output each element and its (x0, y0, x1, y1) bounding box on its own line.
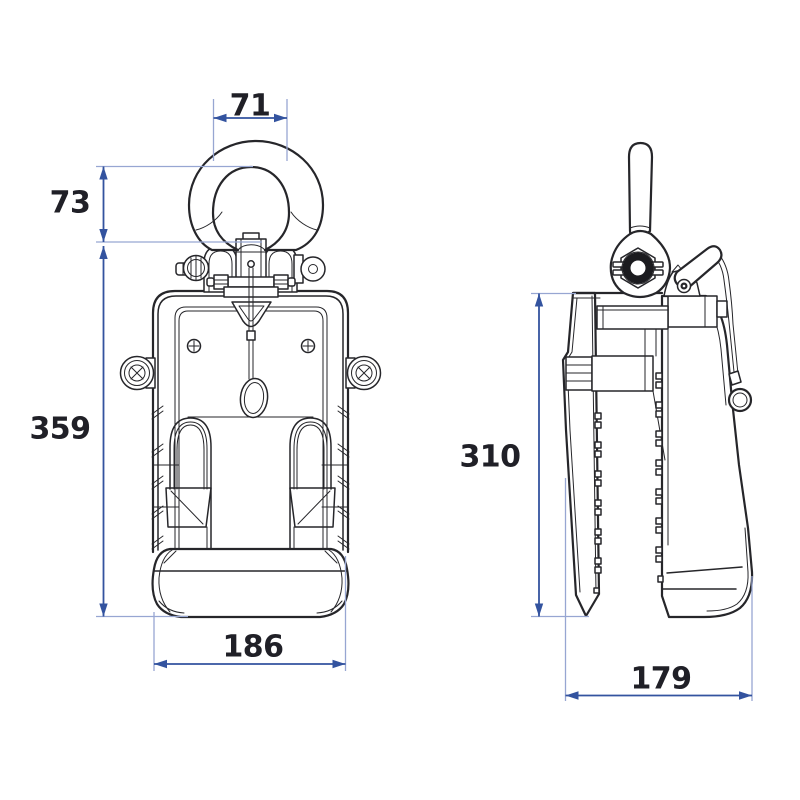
side-pad-left (119, 355, 156, 391)
pivot-bushing (622, 252, 654, 284)
bow-shackle (187, 139, 325, 268)
suspension-assembly (175, 232, 326, 298)
dim-73-label: 73 (50, 186, 91, 221)
blade-teeth (593, 412, 602, 594)
dimension-310: 310 (459, 292, 589, 618)
clevis-base-plate (223, 286, 279, 298)
latch-lever (663, 245, 723, 297)
lanyard-ring (709, 248, 753, 413)
top-block (571, 291, 728, 328)
side-pad-right (345, 355, 382, 391)
dim-179-label: 179 (630, 662, 691, 697)
round-knob-right (293, 254, 326, 284)
cable-guide (716, 300, 728, 318)
dim-71-label: 71 (230, 89, 271, 124)
dimension-186: 186 (153, 556, 347, 671)
dim-359-label: 359 (29, 412, 90, 447)
base-foot (151, 547, 350, 619)
dimensions: 71 73 359 186 310 (29, 89, 753, 701)
clamp-body (119, 289, 382, 554)
pull-ring (239, 377, 269, 419)
dimension-179: 179 (564, 478, 753, 701)
panel-screw-left (186, 338, 202, 354)
handle (627, 141, 671, 262)
cam-teeth (655, 372, 664, 583)
arm-bars (565, 305, 669, 392)
side-view (561, 141, 754, 619)
wire-ferrule (246, 330, 256, 341)
safety-wire-ring (231, 267, 272, 419)
funnel (231, 301, 272, 328)
pivot-hub (609, 229, 672, 299)
rail-hatching (151, 405, 350, 550)
dimension-71: 71 (212, 89, 288, 161)
blade-jaw (561, 291, 602, 618)
body-cam (652, 294, 754, 619)
dim-310-label: 310 (459, 440, 520, 475)
ring-clip (728, 370, 742, 386)
clevis-bolt (206, 274, 296, 290)
dimension-359: 359 (29, 246, 188, 618)
dim-186-label: 186 (222, 630, 283, 665)
dimension-73: 73 (50, 165, 262, 243)
front-view (119, 139, 382, 619)
panel-screw-right (300, 338, 316, 354)
jaw-arches (165, 416, 336, 549)
wing-knob-left (175, 254, 210, 282)
pin-hole (247, 260, 255, 268)
